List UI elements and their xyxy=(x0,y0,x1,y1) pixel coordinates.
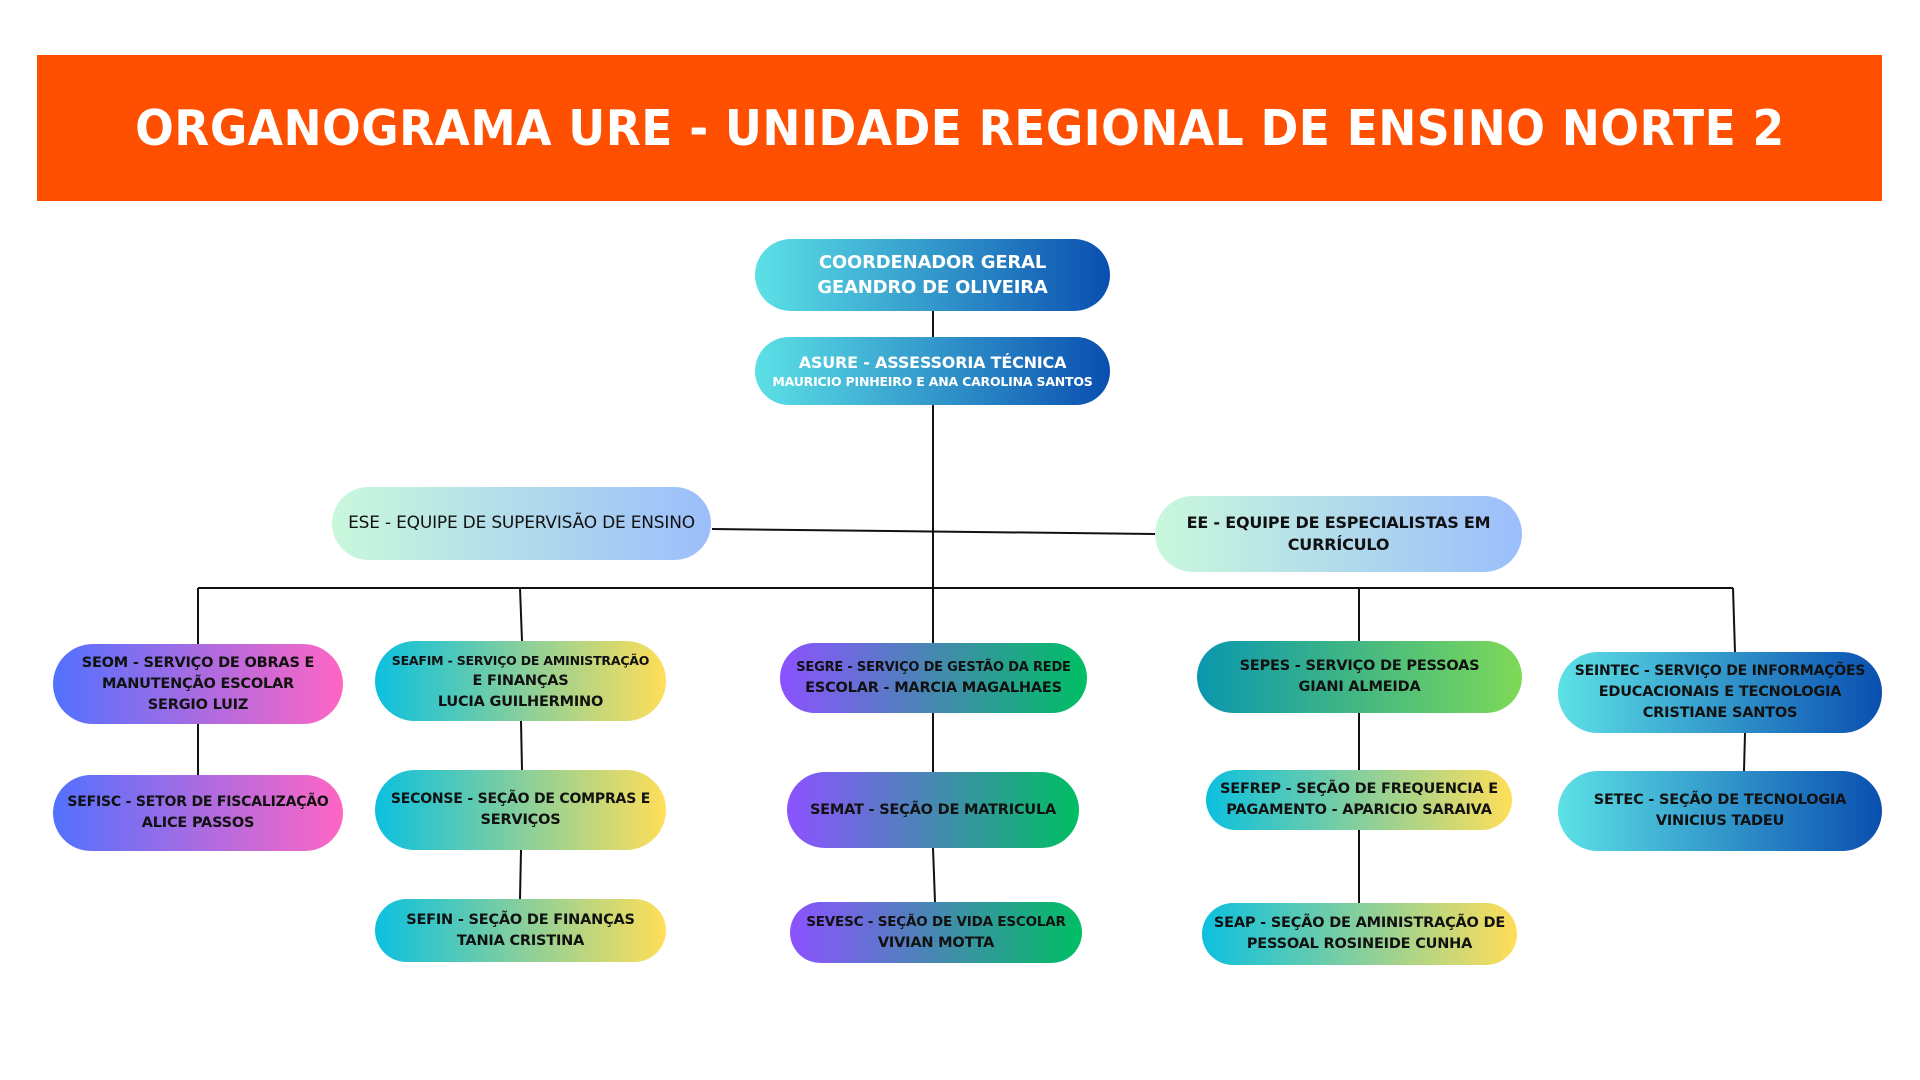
node-title-cont: EDUCACIONAIS E TECNOLOGIA xyxy=(1598,684,1842,700)
node-title: SEFREP - SEÇÃO DE FREQUENCIA E xyxy=(1220,781,1498,797)
node-title: SEAFIM - SERVIÇO DE AMINISTRAÇÃO xyxy=(391,652,650,668)
node-person: TANIA CRISTINA xyxy=(456,932,585,949)
node-title: SEPES - SERVIÇO DE PESSOAS xyxy=(1239,658,1480,674)
node-person: LUCIA GUILHERMINO xyxy=(437,693,604,710)
node-title: SETEC - SEÇÃO DE TECNOLOGIA xyxy=(1593,792,1847,808)
node-person: ALICE PASSOS xyxy=(141,815,255,831)
node-setec: SETEC - SEÇÃO DE TECNOLOGIA VINICIUS TAD… xyxy=(1558,771,1882,851)
node-title: SEAP - SEÇÃO DE AMINISTRAÇÃO DE xyxy=(1213,915,1506,931)
node-person: ESCOLAR - MARCIA MAGALHAES xyxy=(805,680,1062,696)
node-title: SEVESC - SEÇÃO DE VIDA ESCOLAR xyxy=(806,913,1066,930)
node-seafim: SEAFIM - SERVIÇO DE AMINISTRAÇÃO E FINAN… xyxy=(375,641,666,721)
node-person: MAURICIO PINHEIRO E ANA CAROLINA SANTOS xyxy=(772,373,1093,389)
node-seom: SEOM - SERVIÇO DE OBRAS E MANUTENÇÃO ESC… xyxy=(53,644,343,724)
connector-bus-seafim xyxy=(519,587,523,642)
connector-semat-sevesc xyxy=(932,847,936,903)
node-title: SEOM - SERVIÇO DE OBRAS E xyxy=(81,654,315,671)
node-person: GIANI ALMEIDA xyxy=(1298,679,1421,695)
node-title: SECONSE - SEÇÃO DE COMPRAS E xyxy=(390,791,651,807)
node-title-cont: MANUTENÇÃO ESCOLAR xyxy=(101,675,295,692)
node-title-cont: E FINANÇAS xyxy=(472,672,569,689)
node-sepes: SEPES - SERVIÇO DE PESSOAS GIANI ALMEIDA xyxy=(1197,641,1522,713)
node-title: ASURE - ASSESSORIA TÉCNICA xyxy=(798,352,1067,372)
node-sefisc: SEFISC - SETOR DE FISCALIZAÇÃO ALICE PAS… xyxy=(53,775,343,851)
node-title: COORDENADOR GERAL xyxy=(818,252,1047,273)
node-person: PESSOAL ROSINEIDE CUNHA xyxy=(1246,936,1473,952)
node-title-cont: SERVIÇOS xyxy=(480,812,561,828)
node-title: ESE - EQUIPE DE SUPERVISÃO DE ENSINO xyxy=(348,513,695,533)
page-title: ORGANOGRAMA URE - UNIDADE REGIONAL DE EN… xyxy=(134,99,1785,157)
node-person: VINICIUS TADEU xyxy=(1655,813,1785,829)
node-ese: ESE - EQUIPE DE SUPERVISÃO DE ENSINO xyxy=(332,487,711,560)
node-seintec: SEINTEC - SERVIÇO DE INFORMAÇÕES EDUCACI… xyxy=(1558,652,1882,733)
node-ee: EE - EQUIPE DE ESPECIALISTAS EM CURRÍCUL… xyxy=(1155,496,1522,572)
node-person: CRISTIANE SANTOS xyxy=(1642,705,1798,721)
node-person: GEANDRO DE OLIVEIRA xyxy=(817,277,1048,298)
node-seap: SEAP - SEÇÃO DE AMINISTRAÇÃO DE PESSOAL … xyxy=(1202,903,1517,965)
node-seconse: SECONSE - SEÇÃO DE COMPRAS E SERVIÇOS xyxy=(375,770,666,850)
node-title: SEMAT - SEÇÃO DE MATRICULA xyxy=(809,801,1057,818)
node-coordenador-geral: COORDENADOR GERAL GEANDRO DE OLIVEIRA xyxy=(755,239,1110,311)
node-title-cont: CURRÍCULO xyxy=(1287,535,1390,554)
connector-seintec-setec xyxy=(1743,732,1746,772)
node-title: SEFIN - SEÇÃO DE FINANÇAS xyxy=(406,911,635,928)
node-title: SEINTEC - SERVIÇO DE INFORMAÇÕES xyxy=(1574,663,1866,679)
node-person: VIVIAN MOTTA xyxy=(877,934,995,951)
node-asure: ASURE - ASSESSORIA TÉCNICA MAURICIO PINH… xyxy=(755,337,1110,405)
node-title: SEGRE - SERVIÇO DE GESTÃO DA REDE xyxy=(796,660,1071,675)
node-title: SEFISC - SETOR DE FISCALIZAÇÃO xyxy=(67,794,329,810)
node-sefrep: SEFREP - SEÇÃO DE FREQUENCIA E PAGAMENTO… xyxy=(1206,770,1512,830)
connector-seconse-sefin xyxy=(519,849,522,900)
node-segre: SEGRE - SERVIÇO DE GESTÃO DA REDE ESCOLA… xyxy=(780,643,1087,713)
node-person: SERGIO LUIZ xyxy=(147,696,249,713)
node-semat: SEMAT - SEÇÃO DE MATRICULA xyxy=(787,772,1079,848)
title-banner: ORGANOGRAMA URE - UNIDADE REGIONAL DE EN… xyxy=(37,55,1882,201)
node-person: PAGAMENTO - APARICIO SARAIVA xyxy=(1226,802,1492,818)
connector-ese-ee xyxy=(711,528,1156,535)
node-sefin: SEFIN - SEÇÃO DE FINANÇAS TANIA CRISTINA xyxy=(375,899,666,962)
connector-seafim-seconse xyxy=(520,720,523,771)
node-title: EE - EQUIPE DE ESPECIALISTAS EM xyxy=(1186,513,1491,532)
connector-bus-seintec xyxy=(1732,587,1736,653)
node-sevesc: SEVESC - SEÇÃO DE VIDA ESCOLAR VIVIAN MO… xyxy=(790,902,1082,963)
